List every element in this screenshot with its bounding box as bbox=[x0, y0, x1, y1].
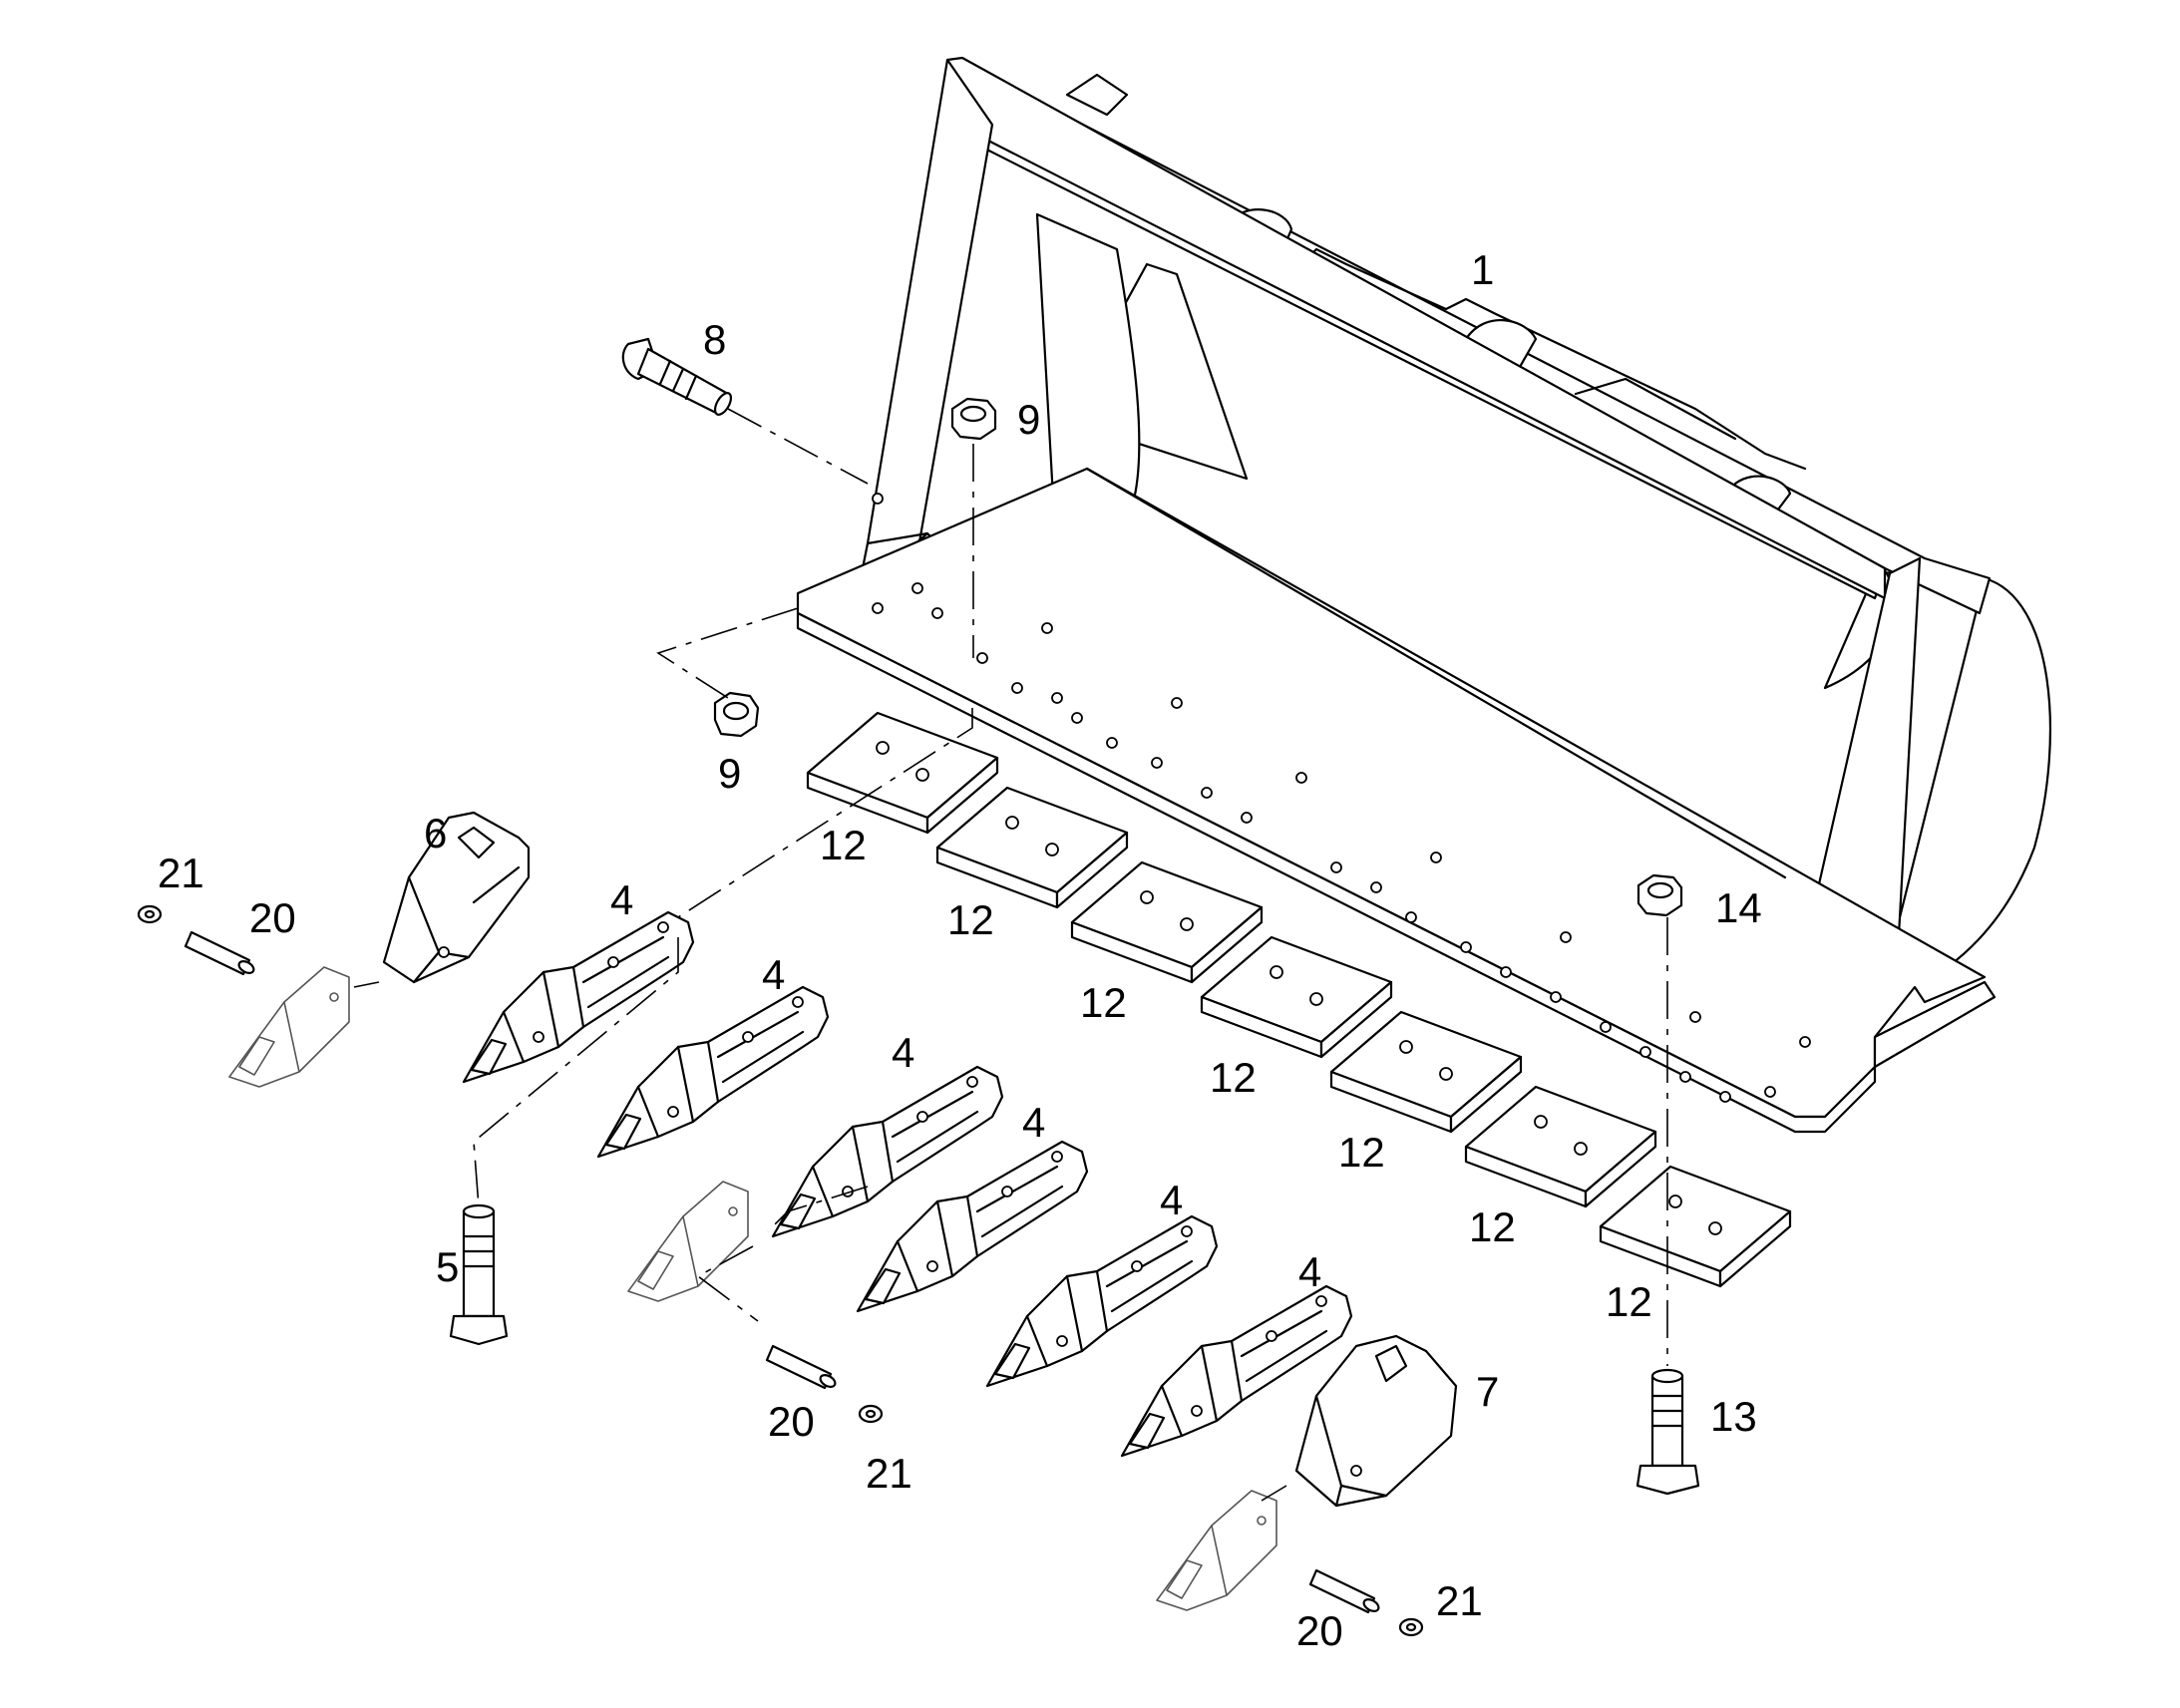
callout-20-label: 20 bbox=[1296, 1607, 1343, 1654]
callout-1-label: 1 bbox=[1471, 246, 1494, 293]
bolt-13 bbox=[1635, 1368, 1700, 1496]
callout-4-label: 4 bbox=[892, 1029, 914, 1076]
callout-4-label: 4 bbox=[1160, 1177, 1183, 1223]
callout-12-label: 12 bbox=[1338, 1129, 1385, 1176]
callout-12-label: 12 bbox=[1210, 1054, 1257, 1101]
nut-9-bottom bbox=[713, 691, 760, 738]
callout-12-label: 12 bbox=[1080, 979, 1127, 1026]
callout-21-label: 21 bbox=[158, 850, 204, 896]
nut-9-top bbox=[950, 397, 997, 441]
callout-12-label: 12 bbox=[1606, 1278, 1652, 1325]
callout-14-label: 14 bbox=[1715, 884, 1762, 931]
corner-protector-6 bbox=[382, 811, 531, 984]
callout-labels: 1 8 9 9 6 21 20 4 4 4 4 4 4 12 12 12 12 12 12 12 14 5 7 13 20 21 2… bbox=[158, 246, 1762, 1654]
callout-4-label: 4 bbox=[610, 876, 633, 923]
callout-21-label: 21 bbox=[866, 1450, 912, 1497]
bucket bbox=[796, 56, 2051, 1134]
callout-5-label: 5 bbox=[436, 1243, 459, 1290]
bolt-8 bbox=[621, 337, 733, 416]
callout-8-label: 8 bbox=[703, 316, 726, 363]
callout-20-label: 20 bbox=[768, 1398, 815, 1445]
callout-4-label: 4 bbox=[762, 951, 785, 998]
callout-9-label: 9 bbox=[718, 750, 741, 797]
callout-4-label: 4 bbox=[1022, 1099, 1045, 1146]
corner-protector-7 bbox=[1294, 1334, 1458, 1508]
bolt-5 bbox=[449, 1203, 509, 1346]
callout-9-label: 9 bbox=[1017, 396, 1040, 443]
callout-7-label: 7 bbox=[1476, 1368, 1499, 1415]
nut-14 bbox=[1636, 873, 1683, 917]
callout-21-label: 21 bbox=[1436, 1577, 1483, 1624]
callout-12-label: 12 bbox=[1469, 1203, 1516, 1250]
callout-20-label: 20 bbox=[249, 894, 296, 941]
callout-6-label: 6 bbox=[424, 810, 447, 856]
callout-12-label: 12 bbox=[820, 822, 867, 868]
callout-12-label: 12 bbox=[947, 896, 994, 943]
callout-13-label: 13 bbox=[1710, 1393, 1757, 1440]
assembly-lines bbox=[353, 408, 1668, 1502]
callout-4-label: 4 bbox=[1298, 1248, 1321, 1295]
